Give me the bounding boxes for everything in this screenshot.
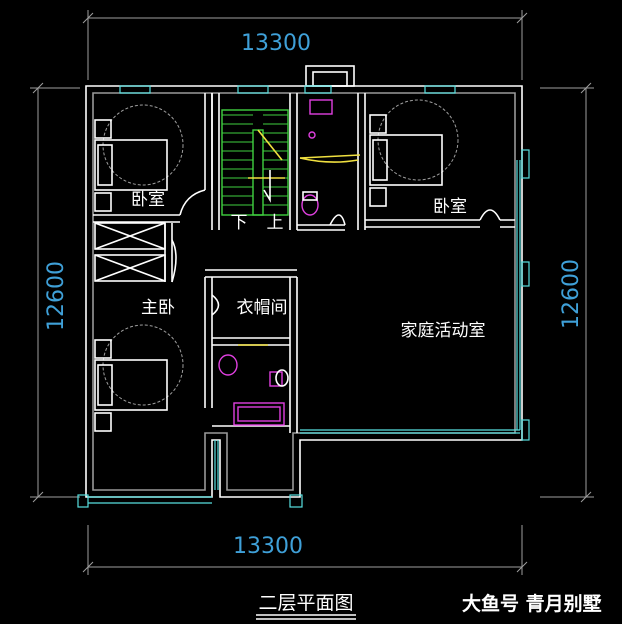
bathroom-fixtures-upper (301, 99, 333, 216)
drawing-title: 二层平面图 (258, 592, 353, 614)
cloakroom-label: 衣帽间 (237, 298, 288, 318)
bed-master (94, 324, 184, 432)
stair-up-label: 上 (267, 213, 284, 233)
watermark: 大鱼号 青月别墅 (462, 592, 602, 615)
top-width-dimension: 13300 (241, 31, 311, 56)
bed-left-top (94, 104, 184, 212)
bed-right-top (369, 99, 459, 207)
bottom-dimension-line (82, 525, 528, 575)
bottom-width-dimension: 13300 (233, 534, 303, 559)
family-room-label: 家庭活动室 (401, 321, 486, 341)
left-dimension-line (30, 82, 80, 503)
left-depth-dimension: 12600 (44, 261, 69, 331)
bathroom-fixtures-master (218, 354, 289, 426)
bedroom-right-label: 卧室 (433, 197, 467, 217)
master-bedroom-label: 主卧 (141, 298, 175, 318)
stair-down-label: 下 (231, 213, 248, 233)
right-dimension-line (540, 82, 594, 503)
closet-marks (94, 222, 166, 282)
windows (77, 85, 530, 508)
staircase (221, 109, 289, 216)
doors (171, 154, 501, 346)
top-dimension-line (82, 10, 528, 80)
interior-walls (93, 93, 515, 433)
bedroom-left-label: 卧室 (131, 190, 165, 210)
right-depth-dimension: 12600 (559, 259, 584, 329)
